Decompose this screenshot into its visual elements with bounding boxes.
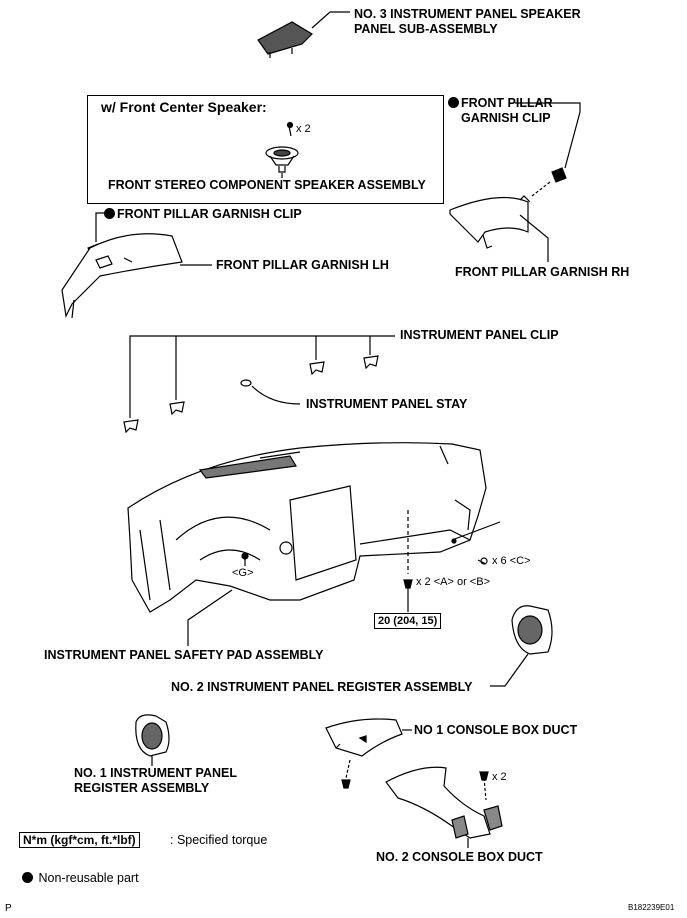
leader-safety-pad bbox=[187, 589, 233, 646]
no1-register-part bbox=[135, 714, 170, 757]
label-clip-x6-c: x 6 <C> bbox=[492, 555, 531, 567]
legend-torque-desc: : Specified torque bbox=[170, 833, 268, 847]
footer-figure-id: B182239E01 bbox=[628, 903, 675, 912]
nonreusable-dot-icon bbox=[22, 872, 33, 883]
leader-no3 bbox=[311, 11, 350, 29]
torque-value-box: 20 (204, 15) bbox=[374, 613, 442, 629]
label-no2-console-duct: NO. 2 CONSOLE BOX DUCT bbox=[376, 850, 543, 864]
label-screw-x2-bottom: x 2 bbox=[492, 771, 507, 783]
leader-garnish-rh bbox=[519, 214, 549, 262]
nonreusable-dot-icon bbox=[104, 208, 115, 219]
nonreusable-dot-icon bbox=[448, 97, 459, 108]
panel-stay-part bbox=[240, 379, 252, 387]
no2-console-duct-part bbox=[385, 766, 503, 839]
front-pillar-garnish-lh-part bbox=[61, 233, 183, 319]
label-front-pillar-garnish-lh: FRONT PILLAR GARNISH LH bbox=[216, 258, 389, 272]
center-speaker-frame bbox=[87, 95, 444, 204]
legend-torque-unit-box: N*m (kgf*cm, ft.*lbf) bbox=[19, 832, 140, 848]
label-safety-pad: INSTRUMENT PANEL SAFETY PAD ASSEMBLY bbox=[44, 648, 324, 662]
no2-register-part bbox=[511, 605, 553, 655]
leader-rh-clip bbox=[515, 102, 581, 169]
leader-panel-clip bbox=[129, 335, 395, 418]
label-front-stereo-speaker: FRONT STEREO COMPONENT SPEAKER ASSEMBLY bbox=[108, 178, 426, 192]
leader-no2-register bbox=[490, 653, 529, 687]
label-center-speaker-title: w/ Front Center Speaker: bbox=[101, 99, 267, 115]
no1-console-duct-part bbox=[325, 718, 403, 757]
label-clip-g: <G> bbox=[232, 567, 254, 579]
label-no1-register: NO. 1 INSTRUMENT PANEL REGISTER ASSEMBLY bbox=[74, 766, 237, 795]
center-speaker-part bbox=[265, 121, 299, 173]
label-front-pillar-clip-rh: FRONT PILLAR GARNISH CLIP bbox=[448, 96, 553, 126]
safety-pad-part bbox=[127, 442, 487, 613]
front-pillar-garnish-rh-part bbox=[449, 195, 531, 249]
label-no3-speaker-panel: NO. 3 INSTRUMENT PANEL SPEAKER PANEL SUB… bbox=[354, 7, 581, 36]
no3-speaker-panel-part bbox=[257, 21, 313, 58]
label-bolt-x2-ab: x 2 <A> or <B> bbox=[416, 576, 490, 588]
label-instrument-panel-stay: INSTRUMENT PANEL STAY bbox=[306, 397, 468, 411]
label-no2-register: NO. 2 INSTRUMENT PANEL REGISTER ASSEMBLY bbox=[171, 680, 473, 694]
footer-left-mark: P bbox=[5, 903, 12, 914]
leader-stay bbox=[251, 385, 301, 405]
label-front-pillar-clip-lh: FRONT PILLAR GARNISH CLIP bbox=[104, 207, 302, 222]
legend-nonreusable: Non-reusable part bbox=[22, 871, 139, 886]
label-no1-console-duct: NO 1 CONSOLE BOX DUCT bbox=[414, 723, 578, 737]
label-instrument-panel-clip: INSTRUMENT PANEL CLIP bbox=[400, 328, 559, 342]
label-front-pillar-garnish-rh: FRONT PILLAR GARNISH RH bbox=[455, 265, 630, 279]
label-screw-x2-top: x 2 bbox=[296, 123, 311, 135]
panel-clip-parts bbox=[123, 355, 379, 434]
